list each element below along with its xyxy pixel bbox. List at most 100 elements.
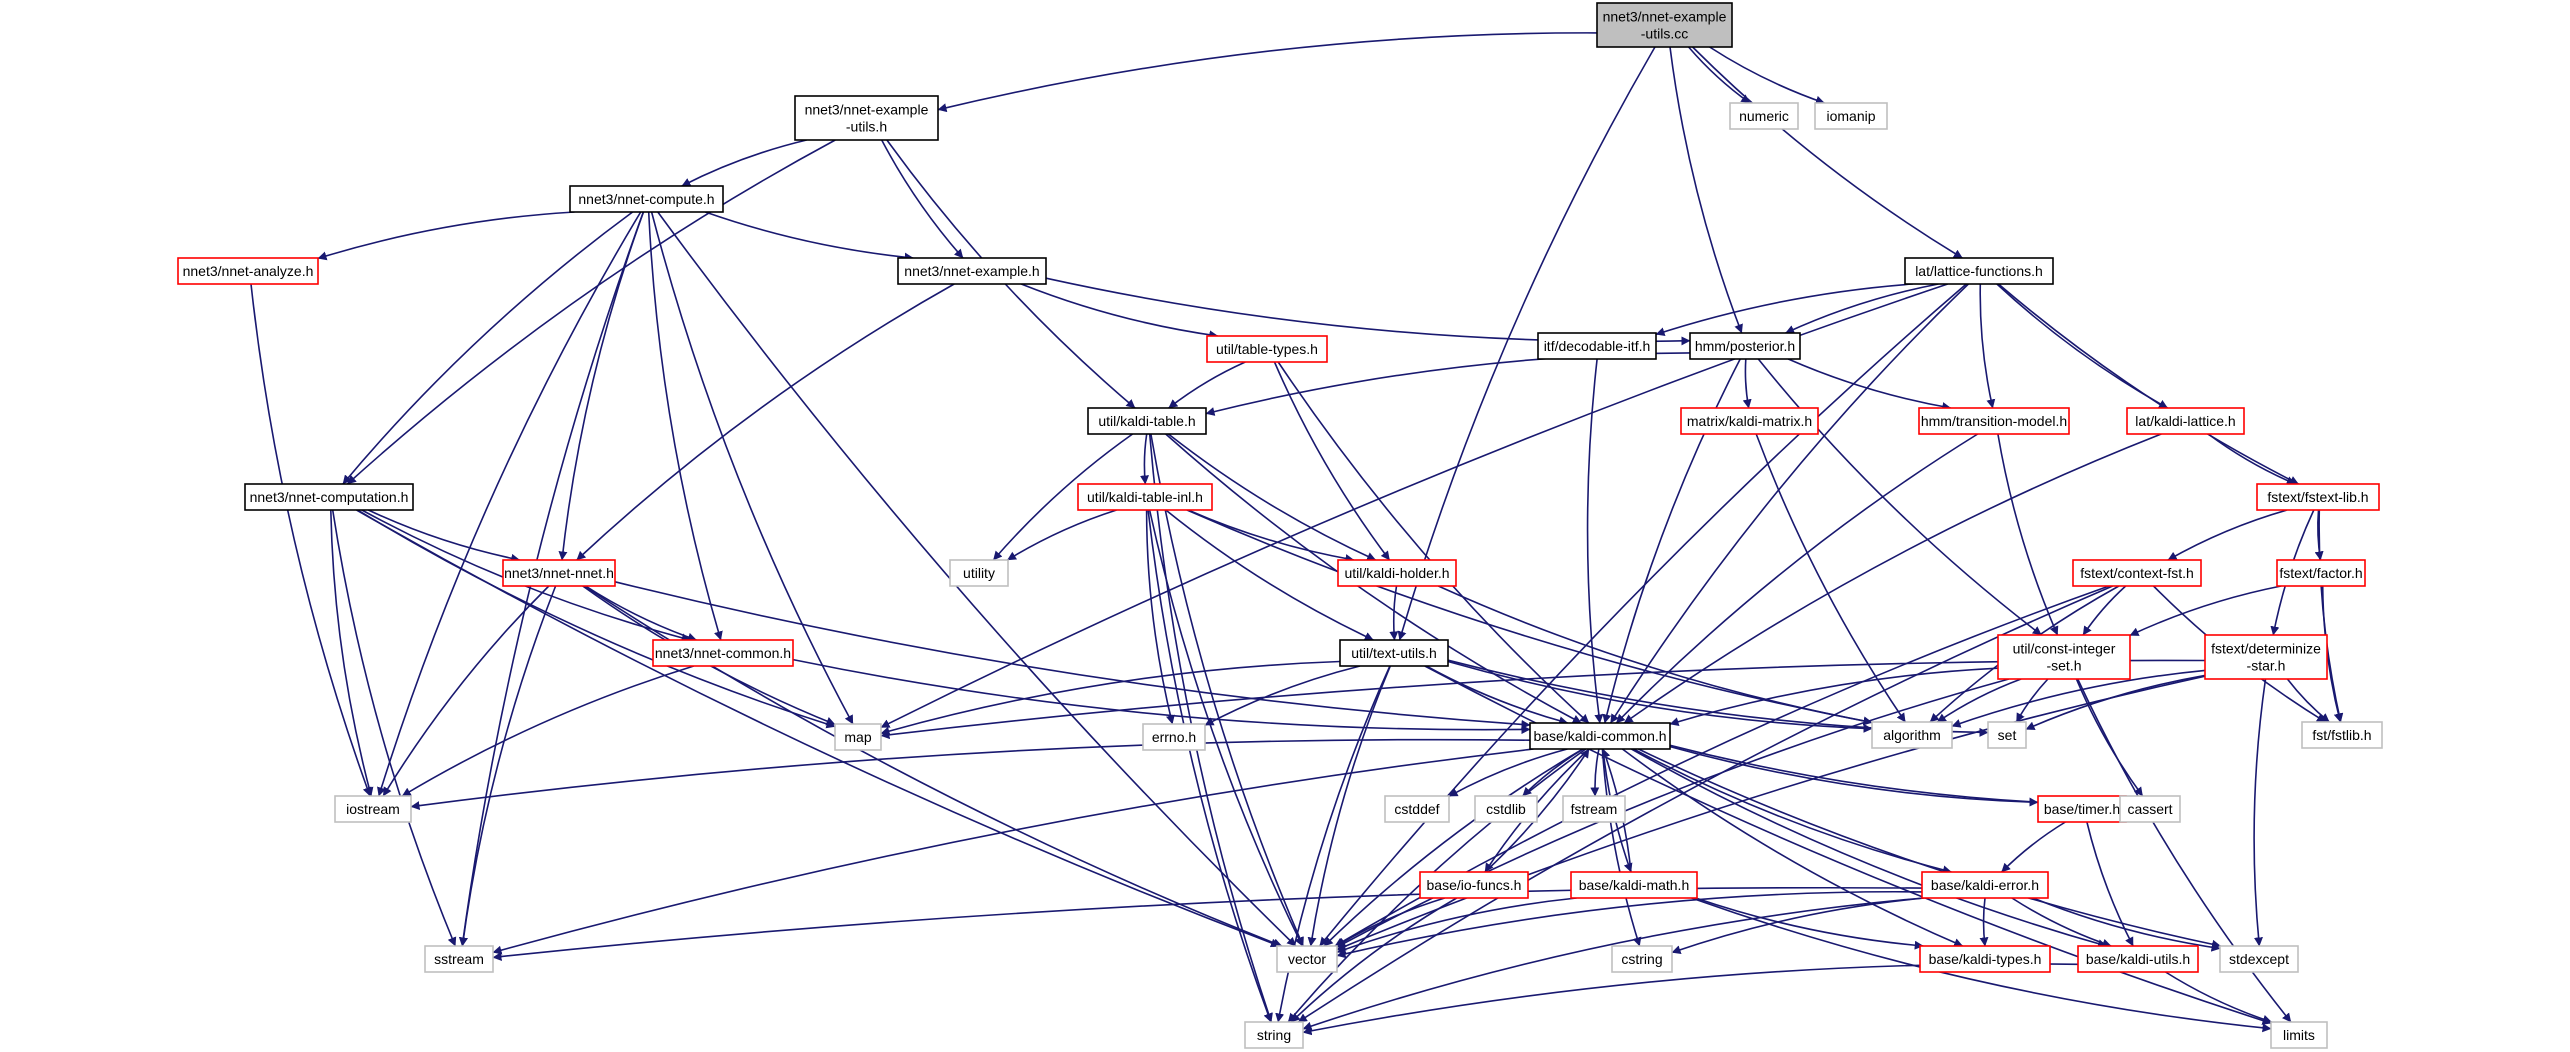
- edge-kaldimatrix-to-algorithm: [1755, 433, 1906, 723]
- node-box-nnetcommon: [652, 639, 794, 667]
- node-label-iofuncs: base/io-funcs.h: [1427, 877, 1522, 893]
- node-lattfunc[interactable]: lat/lattice-functions.h: [1904, 257, 2054, 285]
- node-eu_h[interactable]: nnet3/nnet-example-utils.h: [794, 95, 939, 141]
- node-box-iostream: [334, 795, 412, 823]
- edge-nnetcommon-to-iostream: [401, 665, 695, 797]
- node-box-stdexcept: [2219, 945, 2299, 973]
- edge-constint-to-set: [2015, 678, 2049, 723]
- node-label-sstream: sstream: [434, 951, 484, 967]
- node-compute[interactable]: nnet3/nnet-compute.h: [569, 185, 724, 213]
- edge-example-to-posterior: [1045, 277, 1691, 346]
- edge-eu_h-to-computation: [346, 139, 836, 485]
- node-kalditable[interactable]: util/kaldi-table.h: [1087, 407, 1207, 435]
- edge-kaldimath-to-limits: [1691, 897, 2272, 1033]
- edge-kaldicommon-to-kalditypes: [1621, 748, 1964, 947]
- node-label-tableinl: util/kaldi-table-inl.h: [1087, 489, 1203, 505]
- node-example[interactable]: nnet3/nnet-example.h: [897, 257, 1047, 285]
- node-tabletypes[interactable]: util/table-types.h: [1206, 335, 1328, 363]
- node-label-utility: utility: [963, 565, 995, 581]
- node-kaldierror[interactable]: base/kaldi-error.h: [1921, 871, 2049, 899]
- node-textutils[interactable]: util/text-utils.h: [1339, 639, 1449, 667]
- node-label-lattfunc: lat/lattice-functions.h: [1915, 263, 2043, 279]
- node-kalditypes[interactable]: base/kaldi-types.h: [1919, 945, 2051, 973]
- edge-root-to-eu_h: [937, 32, 1598, 113]
- edge-iofuncs-to-vector: [1335, 897, 1445, 947]
- node-posterior[interactable]: hmm/posterior.h: [1689, 332, 1801, 360]
- edge-transmodel-to-constint: [1997, 433, 2059, 636]
- node-label-kaldierror: base/kaldi-error.h: [1931, 877, 2039, 893]
- node-label-root: nnet3/nnet-example: [1603, 9, 1727, 25]
- node-tableinl[interactable]: util/kaldi-table-inl.h: [1077, 483, 1213, 511]
- node-fstream: fstream: [1562, 795, 1626, 823]
- node-label-factor: fstext/factor.h: [2279, 565, 2362, 581]
- edge-determinize-to-vector: [1336, 675, 2206, 951]
- edge-kalditable-to-utility: [992, 433, 1134, 561]
- node-box-example: [897, 257, 1047, 285]
- node-nnetcommon[interactable]: nnet3/nnet-common.h: [652, 639, 794, 667]
- edge-lattfunc-to-vector: [1319, 283, 1967, 947]
- edge-kaldiutils-to-string: [1302, 963, 2079, 1036]
- edge-computation-to-iostream: [330, 509, 374, 797]
- node-label-determinize: fstext/determinize: [2211, 641, 2321, 657]
- node-box-map: [834, 723, 882, 751]
- node-kaldilattice[interactable]: lat/kaldi-lattice.h: [2126, 407, 2245, 435]
- edge-transmodel-to-kaldicommon: [1615, 433, 1979, 724]
- node-label-holder: util/kaldi-holder.h: [1344, 565, 1449, 581]
- node-cassert: cassert: [2119, 795, 2181, 823]
- node-transmodel[interactable]: hmm/transition-model.h: [1918, 407, 2070, 435]
- edge-eu_h-to-compute: [681, 139, 807, 187]
- edge-root-to-lattfunc: [1692, 46, 1963, 259]
- node-holder[interactable]: util/kaldi-holder.h: [1337, 559, 1457, 587]
- node-kaldimath[interactable]: base/kaldi-math.h: [1570, 871, 1698, 899]
- node-box-determinize: [2204, 634, 2328, 680]
- edge-lattfunc-to-posterior: [1785, 283, 1939, 334]
- edge-computation-to-vector: [356, 509, 1280, 948]
- node-constint[interactable]: util/const-integer-set.h: [1997, 634, 2131, 680]
- node-computation[interactable]: nnet3/nnet-computation.h: [244, 483, 414, 511]
- node-kaldimatrix[interactable]: matrix/kaldi-matrix.h: [1680, 407, 1819, 435]
- node-root[interactable]: nnet3/nnet-example-utils.cc: [1596, 2, 1733, 48]
- node-factor[interactable]: fstext/factor.h: [2276, 559, 2366, 587]
- node-box-iofuncs: [1419, 871, 1529, 899]
- node-timer[interactable]: base/timer.h: [2037, 795, 2127, 823]
- node-contextfst[interactable]: fstext/context-fst.h: [2072, 559, 2202, 587]
- node-label-kalditable: util/kaldi-table.h: [1098, 413, 1195, 429]
- node-box-fstextlib: [2256, 483, 2380, 511]
- node-cstdlib: cstdlib: [1474, 795, 1538, 823]
- edge-kaldicommon-to-kaldiutils: [1631, 748, 2108, 949]
- node-label-fstream: fstream: [1571, 801, 1618, 817]
- edge-factor-to-constint: [2129, 585, 2282, 637]
- node-label-nnet: nnet3/nnet-nnet.h: [504, 565, 614, 581]
- edge-fstextlib-to-contextfst: [2167, 509, 2288, 561]
- edge-kaldicommon-to-timer: [1669, 745, 2039, 807]
- node-label-transmodel: hmm/transition-model.h: [1921, 413, 2067, 429]
- node-kaldiutils[interactable]: base/kaldi-utils.h: [2077, 945, 2199, 973]
- node-label-iomanip: iomanip: [1826, 108, 1875, 124]
- node-label-set: set: [1998, 727, 2017, 743]
- node-box-kalditypes: [1919, 945, 2051, 973]
- node-iofuncs[interactable]: base/io-funcs.h: [1419, 871, 1529, 899]
- node-decodable[interactable]: itf/decodable-itf.h: [1537, 332, 1657, 360]
- node-box-algorithm: [1871, 721, 1953, 749]
- node-label-decodable: itf/decodable-itf.h: [1544, 338, 1651, 354]
- edge-kaldicommon-to-stdexcept: [1638, 748, 2222, 949]
- node-nnet[interactable]: nnet3/nnet-nnet.h: [502, 559, 616, 587]
- node-kaldicommon[interactable]: base/kaldi-common.h: [1529, 722, 1671, 750]
- edge-tableinl-to-algorithm: [1186, 509, 1873, 726]
- node-numeric: numeric: [1729, 102, 1799, 130]
- node-box-holder: [1337, 559, 1457, 587]
- node-analyze[interactable]: nnet3/nnet-analyze.h: [177, 257, 319, 285]
- node-label-kalditypes: base/kaldi-types.h: [1929, 951, 2042, 967]
- node-utility: utility: [949, 559, 1009, 587]
- edge-kaldilattice-to-fstextlib: [2207, 433, 2296, 485]
- node-box-kaldimath: [1570, 871, 1698, 899]
- node-cstddef: cstddef: [1384, 795, 1450, 823]
- node-box-cstring: [1611, 945, 1673, 973]
- node-box-numeric: [1729, 102, 1799, 130]
- node-determinize[interactable]: fstext/determinize-star.h: [2204, 634, 2328, 680]
- edge-kaldierror-to-kalditypes: [1979, 897, 1989, 947]
- node-box-compute: [569, 185, 724, 213]
- node-fstextlib[interactable]: fstext/fstext-lib.h: [2256, 483, 2380, 511]
- edge-iofuncs-to-string: [1290, 897, 1458, 1023]
